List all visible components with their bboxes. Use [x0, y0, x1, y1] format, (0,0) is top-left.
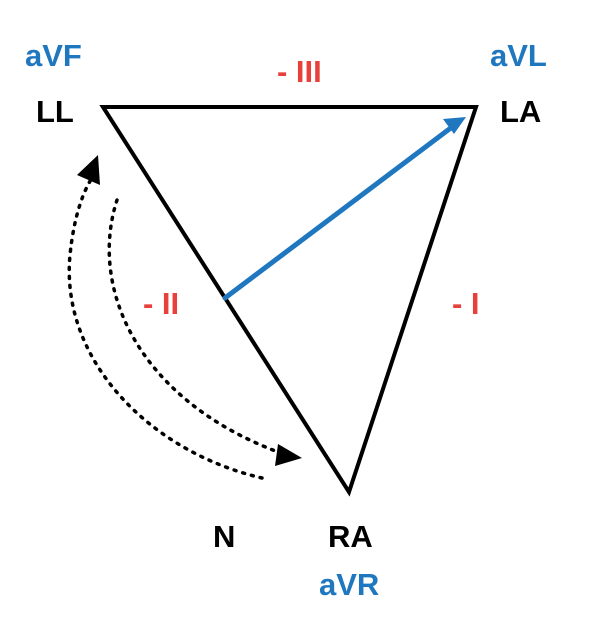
vector-line — [222, 124, 455, 301]
dotted-arc-inner — [107, 198, 280, 454]
edge-label-right: - I — [452, 286, 480, 321]
vector-arrowhead — [443, 117, 466, 134]
label-ra: RA — [328, 519, 373, 554]
label-avl: aVL — [490, 38, 547, 73]
dotted-arc-outer — [67, 176, 264, 480]
dotted-arc-inner-arrowhead — [275, 444, 302, 466]
label-avf: aVF — [25, 38, 82, 73]
edge-label-left: - II — [143, 286, 179, 321]
label-n: N — [213, 519, 235, 554]
label-la: LA — [500, 94, 541, 129]
edge-label-top: - III — [277, 54, 322, 89]
label-ll: LL — [36, 94, 74, 129]
dotted-arc-outer-arrowhead — [77, 155, 100, 185]
label-avr: aVR — [319, 567, 379, 602]
